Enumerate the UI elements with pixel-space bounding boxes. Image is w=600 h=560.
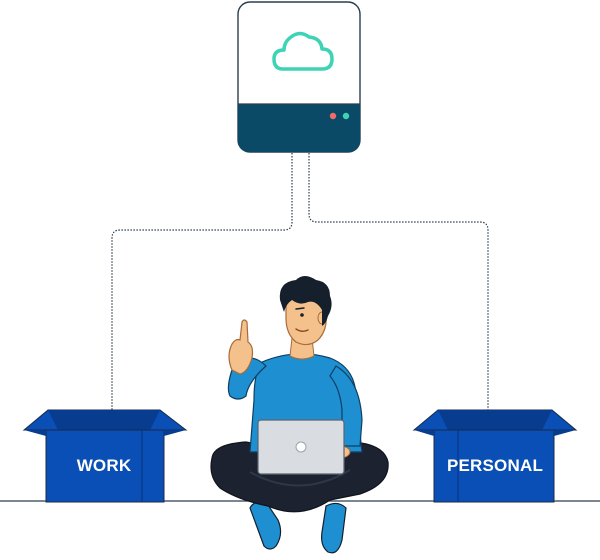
connector-line-left: [111, 150, 293, 410]
work-box: WORK: [22, 409, 188, 503]
hair: [279, 276, 332, 326]
status-light-red: [329, 112, 337, 120]
connector-line-right: [308, 150, 489, 410]
right-arm: [329, 365, 363, 447]
person-figure: [210, 276, 389, 554]
laptop: [257, 419, 345, 475]
cloud-icon: [272, 31, 334, 71]
right-shoe: [321, 502, 347, 554]
cloud-server-icon: [237, 1, 361, 153]
pointing-hand: [228, 319, 254, 375]
personal-box: PERSONAL: [412, 409, 578, 503]
connector-lines: [111, 150, 489, 410]
apple-logo-icon: [295, 441, 307, 453]
status-light-green: [342, 112, 350, 120]
personal-box-label: PERSONAL: [447, 456, 543, 475]
work-box-label: WORK: [77, 456, 132, 475]
